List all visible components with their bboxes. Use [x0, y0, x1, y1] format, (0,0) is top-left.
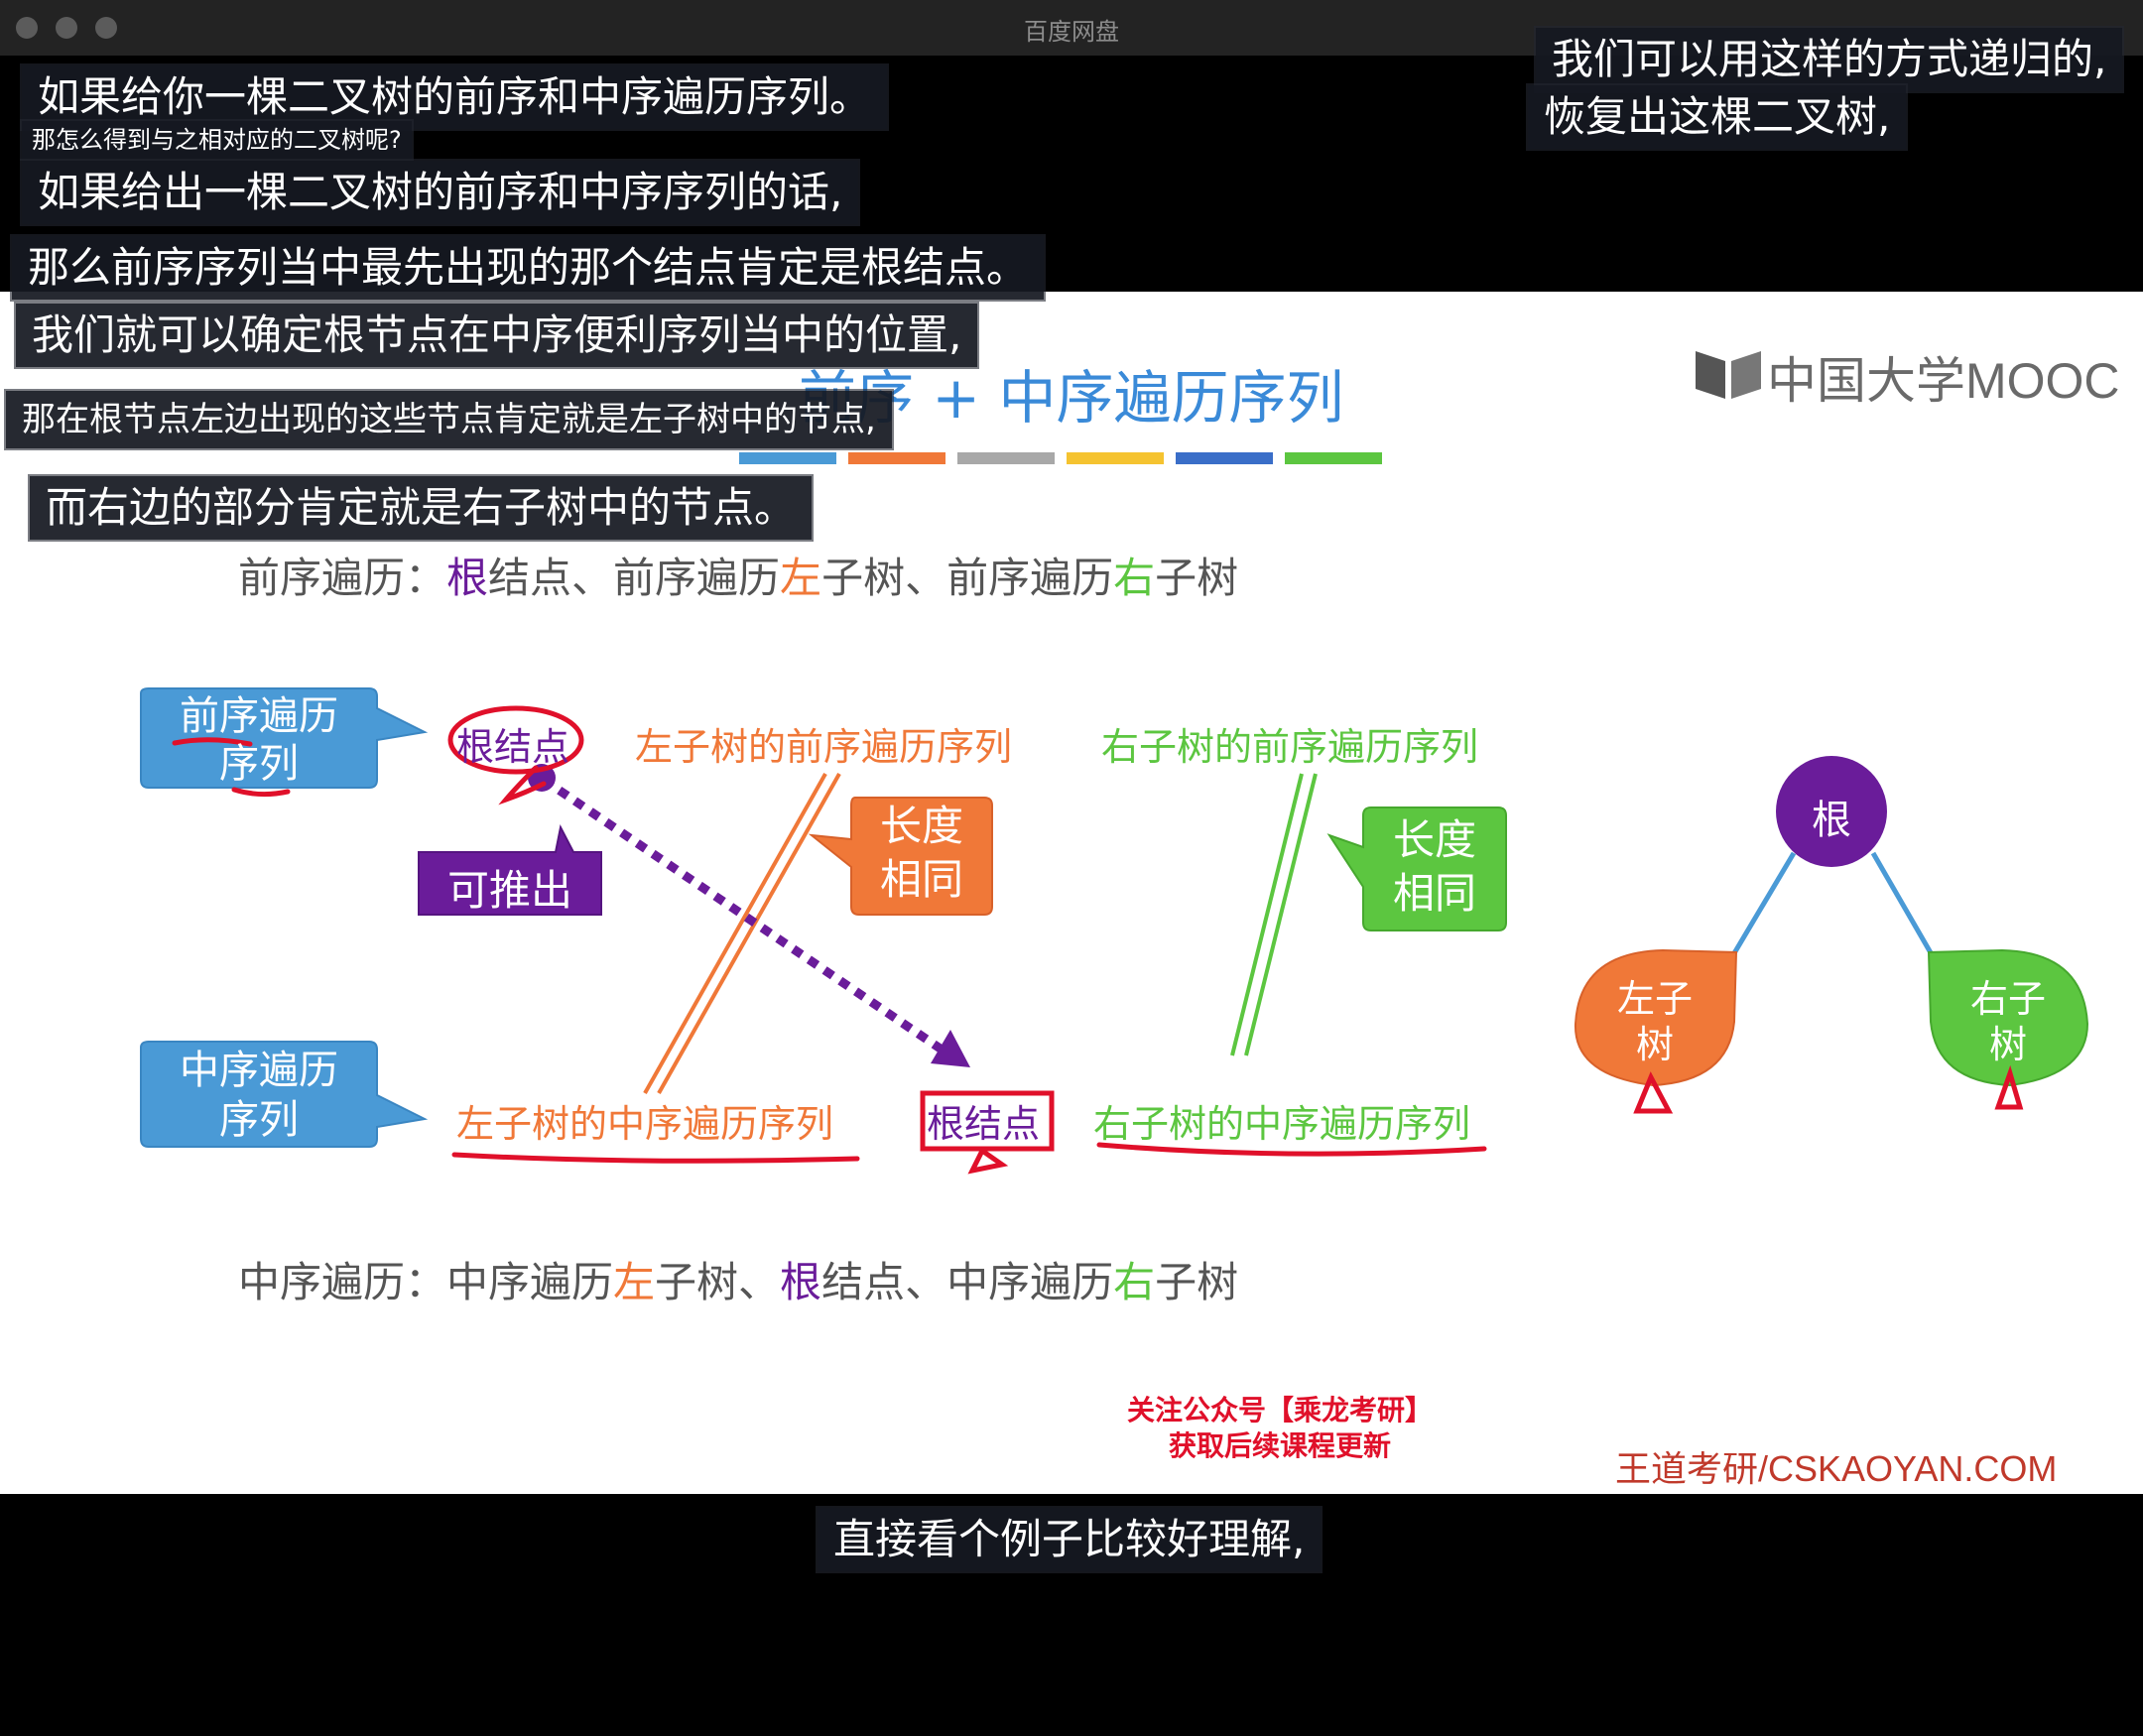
website-label: 王道考研/CSKAOYAN.COM: [1615, 1448, 2058, 1489]
lecture-slide: 前序 + 中序遍历序列 中国大学MOOC 前序遍历：根结点、前序遍历左子树、前序…: [0, 292, 2143, 1494]
in-right-label: 右子树的中序遍历序列: [1093, 1102, 1471, 1146]
pre-right-label: 右子树的前序遍历序列: [1101, 725, 1479, 769]
preorder-callout-label: 前序遍历序列: [180, 693, 338, 787]
subtitle-line-1: 如果给你一棵二叉树的前序和中序遍历序列。: [22, 65, 888, 129]
subtitle-bottom: 直接看个例子比较好理解,: [818, 1508, 1322, 1571]
subtitle-line-7: 而右边的部分肯定就是右子树中的节点。: [30, 476, 813, 540]
same-length-label-green: 长度相同: [1392, 815, 1476, 918]
inorder-definition: 中序遍历：中序遍历左子树、根结点、中序遍历右子树: [238, 1258, 1239, 1306]
subtitle-line-2: 那怎么得到与之相对应的二叉树呢?: [22, 121, 412, 159]
mooc-logo-text: 中国大学MOOC: [1767, 353, 2120, 409]
traversal-diagram: [140, 687, 2089, 1175]
subtitle-right-line-1: 我们可以用这样的方式递归的,: [1536, 28, 2123, 91]
title-color-stripe: [739, 452, 1382, 464]
tree-left-label: 左子树: [1616, 977, 1693, 1066]
tree-root-label: 根: [1812, 798, 1851, 843]
pre-root-label: 根结点: [456, 725, 570, 769]
subtitle-right-line-2: 恢复出这棵二叉树,: [1528, 85, 1907, 149]
same-length-label-orange: 长度相同: [879, 802, 963, 904]
pre-left-label: 左子树的前序遍历序列: [635, 725, 1013, 769]
preorder-definition: 前序遍历：根结点、前序遍历左子树、前序遍历右子树: [238, 554, 1239, 602]
mooc-book-icon: [1696, 351, 1761, 399]
subtitle-line-4: 那么前序序列当中最先出现的那个结点肯定是根结点。: [12, 236, 1045, 300]
subtitle-line-6: 那在根节点左边出现的这些节点肯定就是左子树中的节点,: [6, 391, 892, 448]
close-window-button[interactable]: [16, 17, 38, 39]
zoom-window-button[interactable]: [95, 17, 117, 39]
subtitle-line-3: 如果给出一棵二叉树的前序和中序序列的话,: [22, 161, 859, 224]
promo-text: 关注公众号【乘龙考研】获取后续课程更新: [1126, 1394, 1433, 1462]
inorder-callout-label: 中序遍历序列: [180, 1048, 338, 1143]
minimize-window-button[interactable]: [56, 17, 77, 39]
window-title: 百度网盘: [1024, 18, 1119, 46]
subtitle-line-5: 我们就可以确定根节点在中序便利序列当中的位置,: [16, 304, 978, 367]
tree-right-label: 右子树: [1969, 977, 2046, 1066]
in-root-label: 根结点: [927, 1102, 1041, 1146]
in-left-label: 左子树的中序遍历序列: [456, 1102, 834, 1146]
derive-label: 可推出: [446, 866, 572, 915]
